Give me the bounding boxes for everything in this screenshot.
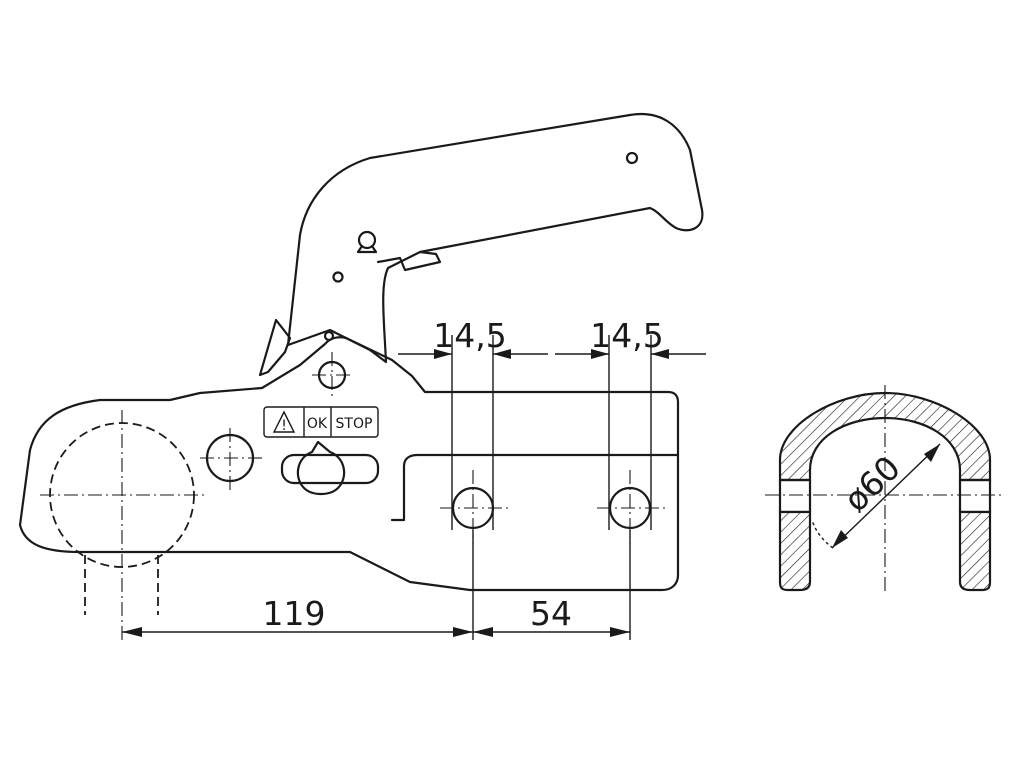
warning-mark: !: [281, 418, 287, 434]
section-band-right: [958, 478, 992, 514]
section-arch: [778, 391, 992, 482]
section-leg-right: [958, 510, 992, 592]
dim-hole-to-hole: 54: [530, 594, 572, 633]
mount-hole-2: [597, 470, 668, 545]
section-view: ø60: [765, 385, 1005, 595]
dimension-lines: 14,5 14,5 119 54: [122, 316, 706, 640]
ok-text: OK: [307, 416, 328, 432]
dim-bolt-spacing-1: 14,5: [433, 316, 506, 355]
section-leg-left: [778, 510, 812, 592]
mount-hole-1: [440, 470, 512, 545]
body-slot-line: [402, 453, 680, 468]
dim-ball-to-hole: 119: [263, 594, 326, 633]
handle-grip-hole: [625, 151, 639, 165]
stop-text: STOP: [336, 416, 373, 432]
handle-lever: [286, 112, 704, 364]
dim-ball-diameter: ø60: [836, 448, 908, 519]
indicator-knob: [280, 440, 380, 496]
keyhole-icon: [356, 230, 378, 254]
body-slot-edge: [390, 464, 406, 522]
front-bolt-hole: [200, 428, 262, 490]
section-band-left: [778, 478, 812, 514]
tow-ball-hidden: [40, 410, 205, 640]
dim-bolt-spacing-2: 14,5: [590, 316, 663, 355]
handle-latch: [376, 250, 442, 272]
warning-icon: [272, 410, 296, 433]
side-view: ! OK STOP: [18, 112, 704, 640]
ok-stop-label: ! OK STOP: [263, 406, 379, 438]
coupling-body: [18, 336, 680, 592]
handle-rear-bracket: [258, 318, 292, 377]
handle-pin-hole: [332, 271, 344, 283]
top-bolt-hole: [312, 352, 354, 398]
top-small-hole: [323, 330, 335, 342]
